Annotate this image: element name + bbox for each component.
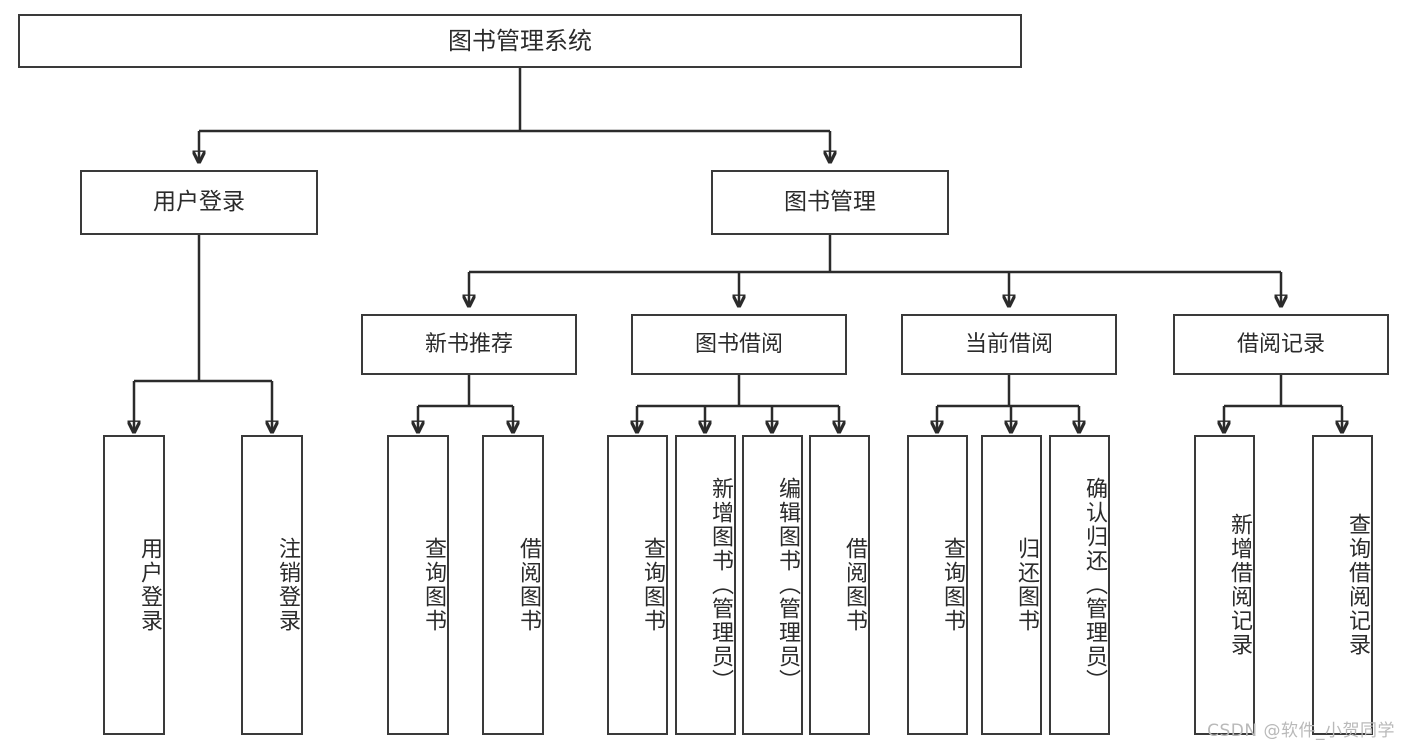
leaf-query-borrow-record[interactable]: 查询借阅记录 [1312, 435, 1373, 735]
leaf-edit-book-admin[interactable]: 编辑图书（管理员） [742, 435, 803, 735]
leaf-label: 查询图书 [640, 537, 665, 633]
node-book-borrow[interactable]: 图书借阅 [631, 314, 847, 375]
leaf-label: 新增借阅记录 [1227, 513, 1252, 657]
leaf-add-book-admin[interactable]: 新增图书（管理员） [675, 435, 736, 735]
leaf-label: 查询图书 [940, 537, 965, 633]
leaf-logout[interactable]: 注销登录 [241, 435, 303, 735]
node-root-system[interactable]: 图书管理系统 [18, 14, 1022, 68]
node-new-book-recommend[interactable]: 新书推荐 [361, 314, 577, 375]
leaf-add-borrow-record[interactable]: 新增借阅记录 [1194, 435, 1255, 735]
leaf-label: 借阅图书 [842, 537, 867, 633]
leaf-label: 注销登录 [275, 537, 300, 633]
leaf-label: 借阅图书 [516, 537, 541, 633]
leaf-label: 编辑图书（管理员） [775, 477, 800, 693]
leaf-borrow-book-recommend[interactable]: 借阅图书 [482, 435, 544, 735]
leaf-query-book-recommend[interactable]: 查询图书 [387, 435, 449, 735]
leaf-label: 归还图书 [1014, 537, 1039, 633]
leaf-label: 新增图书（管理员） [708, 477, 733, 693]
leaf-label: 确认归还（管理员） [1082, 477, 1107, 693]
leaf-query-book-borrow[interactable]: 查询图书 [607, 435, 668, 735]
node-book-management[interactable]: 图书管理 [711, 170, 949, 235]
leaf-label: 用户登录 [137, 537, 162, 633]
node-current-borrow[interactable]: 当前借阅 [901, 314, 1117, 375]
leaf-user-login[interactable]: 用户登录 [103, 435, 165, 735]
leaf-return-book[interactable]: 归还图书 [981, 435, 1042, 735]
leaf-query-book-current[interactable]: 查询图书 [907, 435, 968, 735]
leaf-borrow-book[interactable]: 借阅图书 [809, 435, 870, 735]
node-borrow-record[interactable]: 借阅记录 [1173, 314, 1389, 375]
watermark: CSDN @软件_小贺同学 [1207, 721, 1395, 741]
node-user-login[interactable]: 用户登录 [80, 170, 318, 235]
leaf-label: 查询借阅记录 [1345, 513, 1370, 657]
leaf-label: 查询图书 [421, 537, 446, 633]
leaf-confirm-return-admin[interactable]: 确认归还（管理员） [1049, 435, 1110, 735]
